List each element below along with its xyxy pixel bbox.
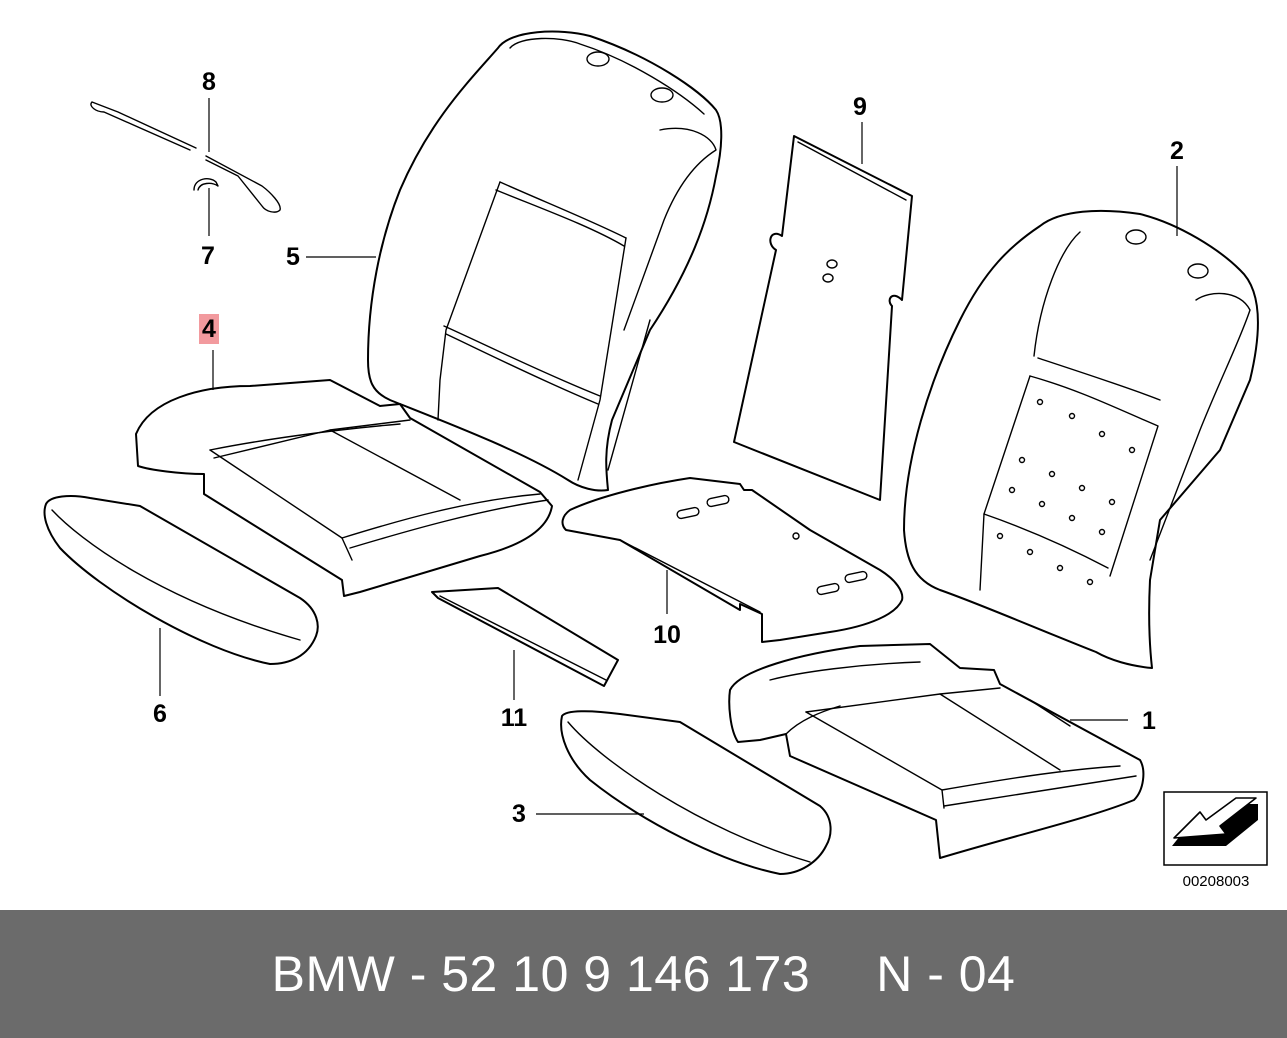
callout-1: 1 bbox=[1142, 707, 1156, 735]
part-number-bar: BMW - 52 10 9 146 173 N - 04 bbox=[0, 910, 1287, 1038]
part-11-strip bbox=[431, 587, 619, 687]
part-2-backrest-pad bbox=[903, 209, 1260, 669]
part-7-clip bbox=[193, 178, 219, 191]
part-number-text: BMW - 52 10 9 146 173 bbox=[271, 946, 811, 1002]
part-3-side-bolster bbox=[560, 710, 832, 875]
callout-7: 7 bbox=[201, 242, 215, 270]
part-4-seat-cover bbox=[135, 379, 553, 597]
callout-9: 9 bbox=[853, 93, 867, 121]
backrest-perforations bbox=[996, 398, 1136, 586]
part-6-side-bolster bbox=[43, 495, 319, 665]
callout-10: 10 bbox=[653, 621, 681, 649]
parts-diagram: 4 8 7 5 6 9 2 10 11 1 3 00208003 bbox=[43, 30, 1268, 890]
part-9-back-panel bbox=[733, 135, 913, 501]
leader-lines bbox=[159, 98, 1178, 815]
callout-11: 11 bbox=[501, 704, 528, 732]
part-8-wire bbox=[90, 101, 281, 213]
callout-5: 5 bbox=[286, 243, 300, 271]
callout-4: 4 bbox=[202, 315, 216, 343]
callout-highlight bbox=[199, 314, 219, 344]
position-code-text: N - 04 bbox=[876, 946, 1016, 1002]
callout-2: 2 bbox=[1170, 137, 1184, 165]
part-10-seat-plate bbox=[561, 477, 904, 643]
part-1-seat-pad bbox=[728, 643, 1145, 859]
callout-8: 8 bbox=[202, 68, 216, 96]
part-5-backrest-cover bbox=[367, 30, 723, 492]
arrow-down-left-icon bbox=[1163, 791, 1268, 866]
callouts: 4 8 7 5 6 9 2 10 11 1 3 bbox=[153, 68, 1184, 828]
callout-3: 3 bbox=[512, 800, 526, 828]
reference-code: 00208003 bbox=[1183, 873, 1250, 890]
callout-6: 6 bbox=[153, 700, 167, 728]
